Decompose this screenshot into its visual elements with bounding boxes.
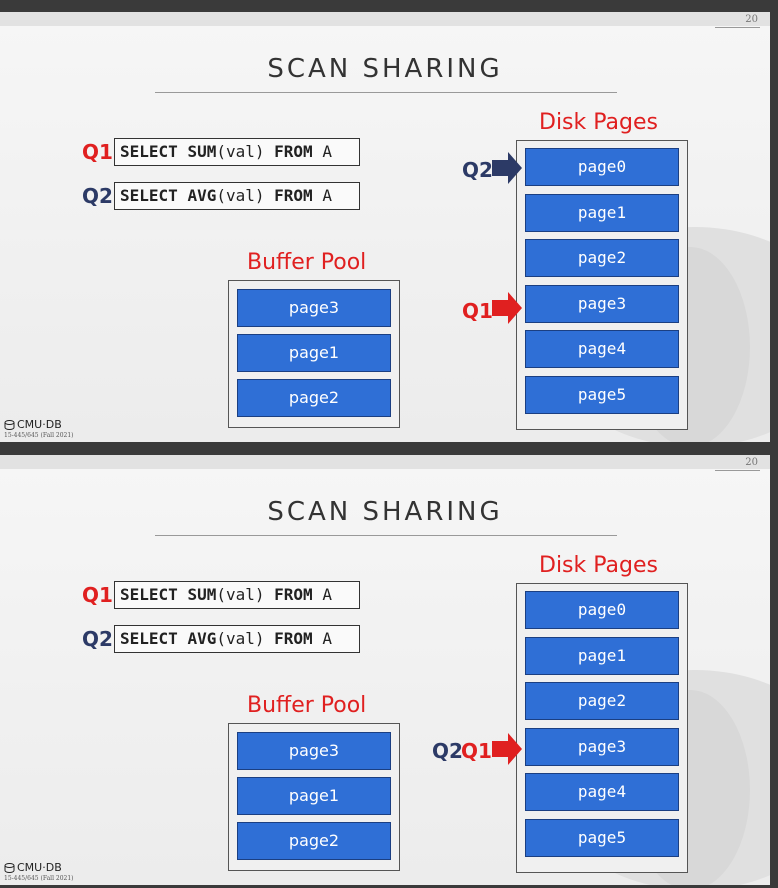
slide-title: SCAN SHARING: [267, 497, 503, 527]
title-divider: [155, 535, 617, 536]
query-label-q1: Q1: [82, 140, 113, 164]
buffer-page: page2: [237, 379, 391, 417]
sql-arg: (val): [216, 629, 265, 648]
disk-page: page3: [525, 728, 679, 766]
buffer-pool-label: Buffer Pool: [247, 693, 367, 718]
sql-query-q2: SELECT AVG(val) FROM A: [114, 625, 360, 653]
sql-function: AVG: [187, 629, 217, 648]
database-icon: [4, 419, 15, 430]
slide-top-strip: [0, 455, 770, 469]
buffer-page: page1: [237, 334, 391, 372]
sql-table: A: [322, 186, 332, 205]
buffer-page: page1: [237, 777, 391, 815]
cmu-db-logo: CMU·DB: [4, 861, 62, 874]
disk-page: page1: [525, 194, 679, 232]
sql-function: AVG: [187, 186, 217, 205]
query-label-q1: Q1: [82, 583, 113, 607]
disk-page: page2: [525, 682, 679, 720]
page-number: 20: [715, 14, 760, 28]
buffer-page: page3: [237, 289, 391, 327]
disk-page: page5: [525, 376, 679, 414]
disk-page: page5: [525, 819, 679, 857]
disk-pages-label: Disk Pages: [539, 110, 658, 135]
sql-arg: (val): [216, 142, 265, 161]
q1-pointer-arrow-icon: [492, 292, 522, 324]
sql-keyword: FROM: [274, 585, 313, 604]
disk-pages-label: Disk Pages: [539, 553, 658, 578]
cmu-db-logo: CMU·DB: [4, 418, 62, 431]
page-number: 20: [715, 457, 760, 471]
disk-pages-frame: page0 page1 page2 page3 page4 page5: [516, 583, 688, 873]
course-label: 15-445/645 (Fall 2021): [4, 875, 74, 882]
sql-query-q1: SELECT SUM(val) FROM A: [114, 581, 360, 609]
pointer-label-q1: Q1: [461, 739, 492, 763]
buffer-pool-frame: page3 page1 page2: [228, 723, 400, 871]
sql-arg: (val): [216, 585, 265, 604]
logo-text: CMU·DB: [17, 418, 62, 431]
sql-arg: (val): [216, 186, 265, 205]
sql-table: A: [322, 585, 332, 604]
disk-page: page2: [525, 239, 679, 277]
sql-keyword: SELECT: [120, 142, 178, 161]
pointer-label-q2: Q2: [462, 158, 493, 182]
buffer-pool-label: Buffer Pool: [247, 250, 367, 275]
logo-text: CMU·DB: [17, 861, 62, 874]
sql-table: A: [322, 142, 332, 161]
slide-top-strip: [0, 12, 770, 26]
disk-page: page1: [525, 637, 679, 675]
disk-page: page4: [525, 773, 679, 811]
sql-query-q1: SELECT SUM(val) FROM A: [114, 138, 360, 166]
query-label-q2: Q2: [82, 627, 113, 651]
disk-page: page0: [525, 591, 679, 629]
slide-2: 20 SCAN SHARING Q1 SELECT SUM(val) FROM …: [0, 455, 770, 885]
sql-keyword: SELECT: [120, 629, 178, 648]
pointer-label-q2: Q2: [432, 739, 463, 763]
buffer-page: page2: [237, 822, 391, 860]
disk-pages-frame: page0 page1 page2 page3 page4 page5: [516, 140, 688, 430]
sql-table: A: [322, 629, 332, 648]
disk-page: page0: [525, 148, 679, 186]
sql-keyword: FROM: [274, 186, 313, 205]
sql-keyword: SELECT: [120, 585, 178, 604]
course-label: 15-445/645 (Fall 2021): [4, 432, 74, 439]
sql-keyword: FROM: [274, 629, 313, 648]
sql-function: SUM: [187, 585, 217, 604]
q2-pointer-arrow-icon: [492, 152, 522, 184]
pointer-label-q1: Q1: [462, 299, 493, 323]
sql-function: SUM: [187, 142, 217, 161]
disk-page: page4: [525, 330, 679, 368]
buffer-pool-frame: page3 page1 page2: [228, 280, 400, 428]
slide-1: 20 SCAN SHARING Q1 SELECT SUM(val) FROM …: [0, 12, 770, 442]
sql-keyword: SELECT: [120, 186, 178, 205]
title-divider: [155, 92, 617, 93]
shared-pointer-arrow-icon: [492, 733, 522, 765]
disk-page: page3: [525, 285, 679, 323]
slide-title: SCAN SHARING: [267, 54, 503, 84]
query-label-q2: Q2: [82, 184, 113, 208]
sql-keyword: FROM: [274, 142, 313, 161]
sql-query-q2: SELECT AVG(val) FROM A: [114, 182, 360, 210]
database-icon: [4, 862, 15, 873]
buffer-page: page3: [237, 732, 391, 770]
